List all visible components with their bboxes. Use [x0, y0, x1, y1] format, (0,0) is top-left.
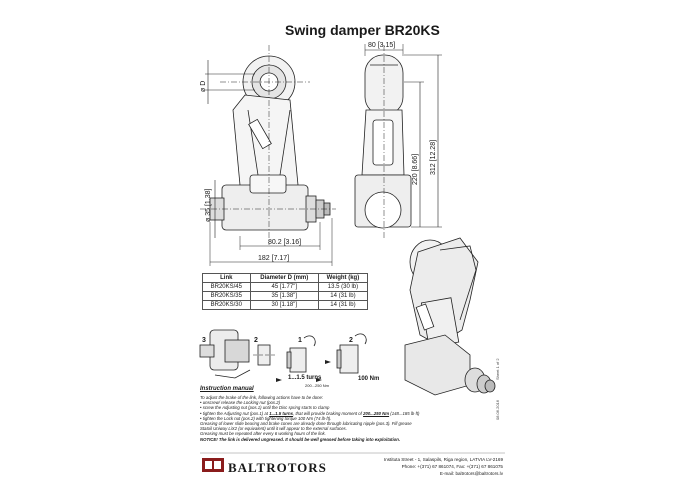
col-link: Link: [202, 273, 251, 283]
dim-phi-d: ø D: [200, 80, 207, 92]
instr-p3: Greasing must be repeated after every 6 …: [200, 431, 326, 437]
instr-bullet-2: • screw the Adjusting nut (pos.1) until …: [200, 405, 330, 411]
dim-80-2: 80.2 [3.16]: [268, 239, 302, 246]
instr-b3a: tighten the Adjusting nut (pos.1) at: [202, 410, 270, 416]
baltrotors-logo-icon: [202, 458, 224, 472]
instr-p2: Statoil Uniway LiX2 (or equivalent) unti…: [200, 426, 347, 432]
cell: BR20KS/45: [202, 282, 251, 292]
torque-label: 100 Nm: [358, 376, 380, 382]
cell: 13.5 (30 lb): [317, 282, 369, 292]
step-2a-label: 2: [254, 337, 258, 344]
step-2b-label: 2: [349, 337, 353, 344]
dim-220: 220 [8.66]: [412, 153, 419, 185]
address-line-1: Instituta Street - 1, Salaspils, Riga re…: [383, 457, 503, 462]
cell: 14 (31 lb): [317, 300, 369, 310]
step-1-label: 1: [298, 337, 302, 344]
address-line-3: E-mail: baltrotors@baltrotors.lv: [439, 471, 503, 476]
instruction-manual-title: Instruction manual: [200, 386, 254, 392]
instr-b4: tighten the Lock nut (pos.2) with tighte…: [202, 415, 332, 421]
col-weight: Weight (kg): [317, 273, 369, 283]
iso-housing: [404, 334, 471, 396]
cell: 30 [1.18"]: [249, 300, 319, 310]
sketch-2: [289, 347, 307, 373]
instr-b2: screw the Adjusting nut (pos.1) until th…: [202, 405, 330, 411]
cell: BR20KS/35: [202, 291, 251, 301]
sheet-date: 08.06.2016: [495, 399, 500, 420]
instr-p1: Greasing of lower slide bearing and brak…: [200, 421, 412, 427]
dim-phi-35: ø 35 [1.38]: [205, 188, 212, 222]
table-row: BR20KS/45 45 [1.77"] 13.5 (30 lb): [202, 282, 369, 292]
table-row: BR20KS/35 35 [1.38"] 14 (31 lb): [202, 291, 369, 301]
table-row: BR20KS/30 30 [1.18"] 14 (31 lb): [202, 300, 369, 310]
dim-312: 312 [12.28]: [430, 139, 437, 175]
instructions-text: To adjust the brake of the link, followi…: [200, 395, 500, 442]
instr-intro: To adjust the brake of the link, followi…: [200, 395, 324, 400]
instr-bullet-1: • unscrew/ release the Locking nut (pos.…: [200, 400, 281, 406]
spec-table-header: Link Diameter D (mm) Weight (kg): [202, 273, 369, 283]
cell: 45 [1.77"]: [249, 282, 319, 292]
instr-bullet-4: • tighten the Lock nut (pos.2) with tigh…: [200, 415, 332, 421]
col-diameter: Diameter D (mm): [249, 273, 319, 283]
instr-bullet-3: • tighten the Adjusting nut (pos.1) at 1…: [200, 410, 420, 416]
company-address: Instituta Street - 1, Salaspils, Riga re…: [365, 456, 503, 477]
address-line-2: Phone: +(371) 67 861074, Fax: +(371) 67 …: [401, 464, 503, 469]
brand-name: BALTROTORS: [228, 460, 327, 475]
cell: BR20KS/30: [202, 300, 251, 310]
instr-b3e: (148...185 lb·ft): [389, 410, 420, 416]
step-3-label: 3: [202, 337, 206, 344]
dim-80: 80 [3.15]: [368, 42, 396, 49]
cell: 35 [1.38"]: [249, 291, 319, 301]
sketch-3: [339, 344, 359, 374]
torque-range-label: 200...250 Nm: [305, 383, 330, 388]
instr-b3d: 200...250 Nm: [363, 410, 390, 416]
instr-b1: unscrew/ release the Locking nut (pos.2): [202, 400, 281, 406]
instr-b3b: 1...1.5 turns: [269, 410, 294, 416]
cell: 14 (31 lb): [317, 291, 369, 301]
turns-label: 1...1.5 turns: [288, 375, 322, 381]
instr-notice: NOTICE! The link is delivered ungreased.…: [200, 436, 401, 442]
spec-table: Link Diameter D (mm) Weight (kg) BR20KS/…: [202, 273, 369, 310]
instr-b3c: , that will provide braking moment of: [293, 410, 364, 416]
document-title: Swing damper BR20KS: [285, 22, 440, 38]
sheet-note: Sheet 1 of 2: [495, 358, 500, 380]
dim-182: 182 [7.17]: [258, 255, 290, 262]
